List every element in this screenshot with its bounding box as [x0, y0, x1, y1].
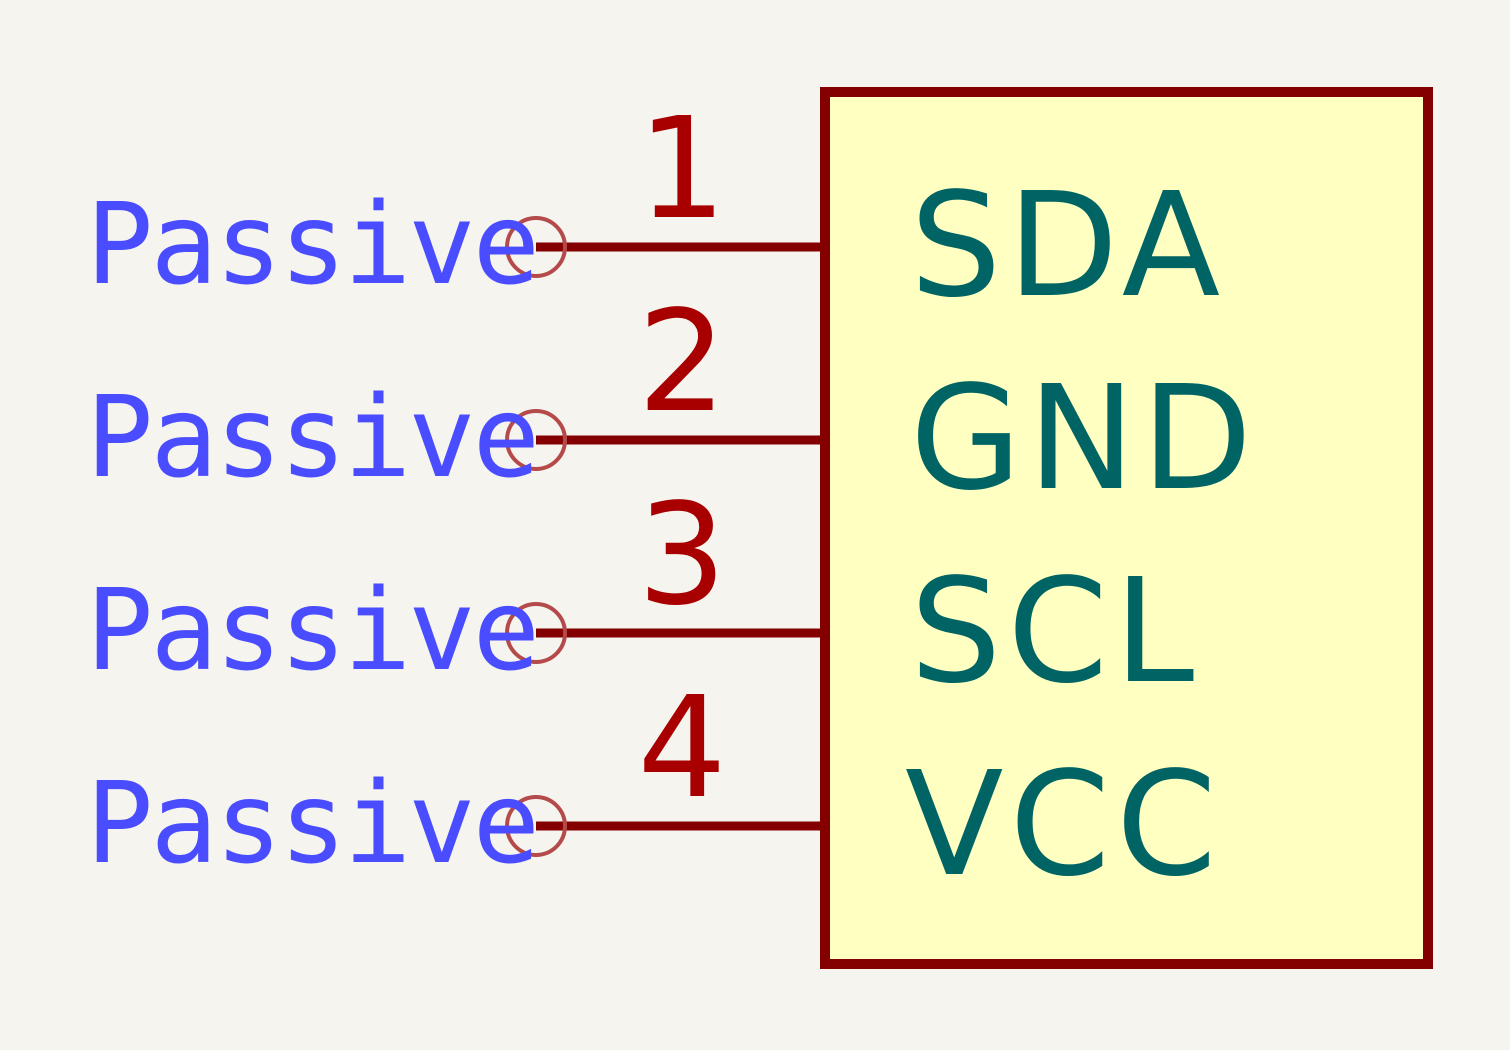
pin-2[interactable]: Passive 2 GND	[86, 281, 1258, 522]
pin-number-label: 1	[637, 88, 726, 251]
pin-number-label: 3	[637, 474, 726, 637]
pin-4[interactable]: Passive 4 VCC	[86, 667, 1223, 908]
pin-name-label: SCL	[910, 547, 1200, 715]
pin-1[interactable]: Passive 1 SDA	[86, 88, 1226, 329]
pin-name-label: GND	[910, 354, 1258, 522]
pin-connector-icon[interactable]	[505, 216, 567, 278]
pin-connector-icon[interactable]	[505, 602, 567, 664]
pin-3[interactable]: Passive 3 SCL	[86, 474, 1200, 715]
pin-connector-icon[interactable]	[505, 795, 567, 857]
pin-number-label: 2	[637, 281, 726, 444]
pin-number-label: 4	[637, 667, 726, 830]
pin-connector-icon[interactable]	[505, 409, 567, 471]
component-body[interactable]	[820, 87, 1433, 969]
pin-type-label: Passive	[86, 759, 537, 889]
pin-name-label: SDA	[910, 161, 1226, 329]
pin-type-label: Passive	[86, 566, 537, 696]
pin-type-label: Passive	[86, 373, 537, 503]
pin-type-label: Passive	[86, 180, 537, 310]
pin-name-label: VCC	[905, 740, 1223, 908]
